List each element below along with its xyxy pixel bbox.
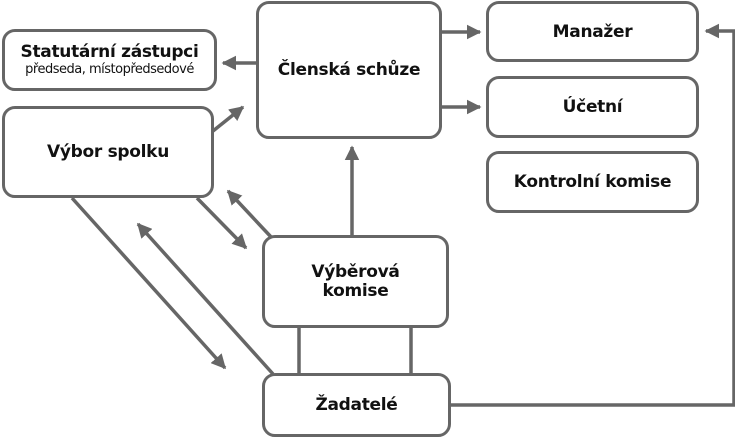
node-zadatele[interactable]: Žadatelé [262,373,451,437]
node-statutarni-zastupci[interactable]: Statutární zástupci předseda, místopředs… [2,29,217,91]
node-clenska-schuze[interactable]: Členská schůze [256,1,442,139]
node-title-line1: Výběrová [311,261,400,282]
node-manazer[interactable]: Manažer [486,1,699,62]
edge-vybor-to-zadatele [70,196,227,370]
node-ucetni[interactable]: Účetní [486,76,699,138]
edge-zadatele-to-manazer [450,23,735,407]
node-vybor-spolku[interactable]: Výbor spolku [2,106,214,198]
node-title: Členská schůze [277,60,421,80]
edge-vyberova-to-vybor [226,189,274,240]
node-title: Kontrolní komise [513,172,672,192]
node-title: Výbor spolku [47,142,169,162]
node-title: Statutární zástupci [20,42,199,62]
node-title-line2: komise [322,280,389,301]
node-subtitle: předseda, místopředsedové [25,62,194,77]
node-title: Manažer [552,21,633,42]
node-kontrolni-komise[interactable]: Kontrolní komise [486,151,699,213]
node-vyberova-komise[interactable]: Výběrová komise [262,235,449,328]
edge-vybor-to-clenska [211,105,245,133]
node-title: Žadatelé [315,395,398,415]
edge-zadatele-to-vybor [136,222,275,376]
edge-vybor-to-vyberova [195,196,248,250]
node-title: Účetní [562,97,623,117]
